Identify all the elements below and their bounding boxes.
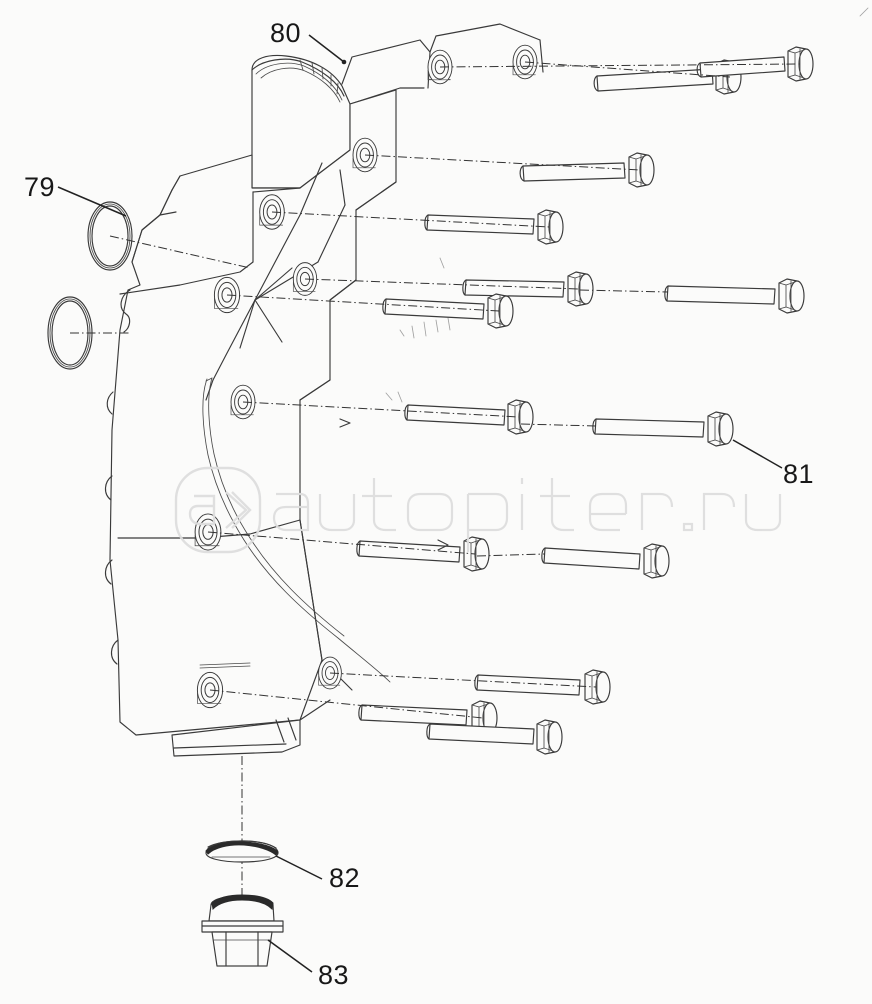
bolt-4 bbox=[424, 209, 564, 245]
watermark-autopiter bbox=[174, 466, 782, 554]
bolts bbox=[356, 46, 814, 755]
callout-label-81: 81 bbox=[783, 459, 815, 489]
breather-tube bbox=[202, 377, 391, 683]
bolt-1 bbox=[593, 59, 742, 95]
callout-label-79: 79 bbox=[24, 172, 56, 202]
assembly-centre-lines bbox=[70, 61, 801, 926]
bolt-8 bbox=[404, 399, 534, 435]
bolt-9 bbox=[592, 411, 734, 447]
bolt-2 bbox=[696, 46, 814, 82]
bolt-14 bbox=[426, 719, 563, 755]
drain-plug-gasket bbox=[205, 840, 279, 863]
bolt-10 bbox=[356, 536, 490, 572]
bolt-7 bbox=[382, 293, 514, 329]
bolt-11 bbox=[541, 543, 670, 579]
bolt-6 bbox=[664, 278, 805, 314]
bolt-5 bbox=[462, 271, 594, 307]
bolt-13 bbox=[358, 700, 498, 736]
callout-leader-lines bbox=[57, 34, 783, 973]
transmission-housing-outline bbox=[104, 23, 544, 757]
drain-plug bbox=[201, 894, 284, 967]
bolt-12 bbox=[474, 669, 611, 705]
callout-label-83: 83 bbox=[318, 960, 350, 990]
callout-label-80: 80 bbox=[270, 18, 302, 48]
stray-marks bbox=[385, 7, 869, 403]
hex-flange-bolt-head-81 bbox=[707, 411, 734, 447]
callout-label-82: 82 bbox=[329, 863, 361, 893]
